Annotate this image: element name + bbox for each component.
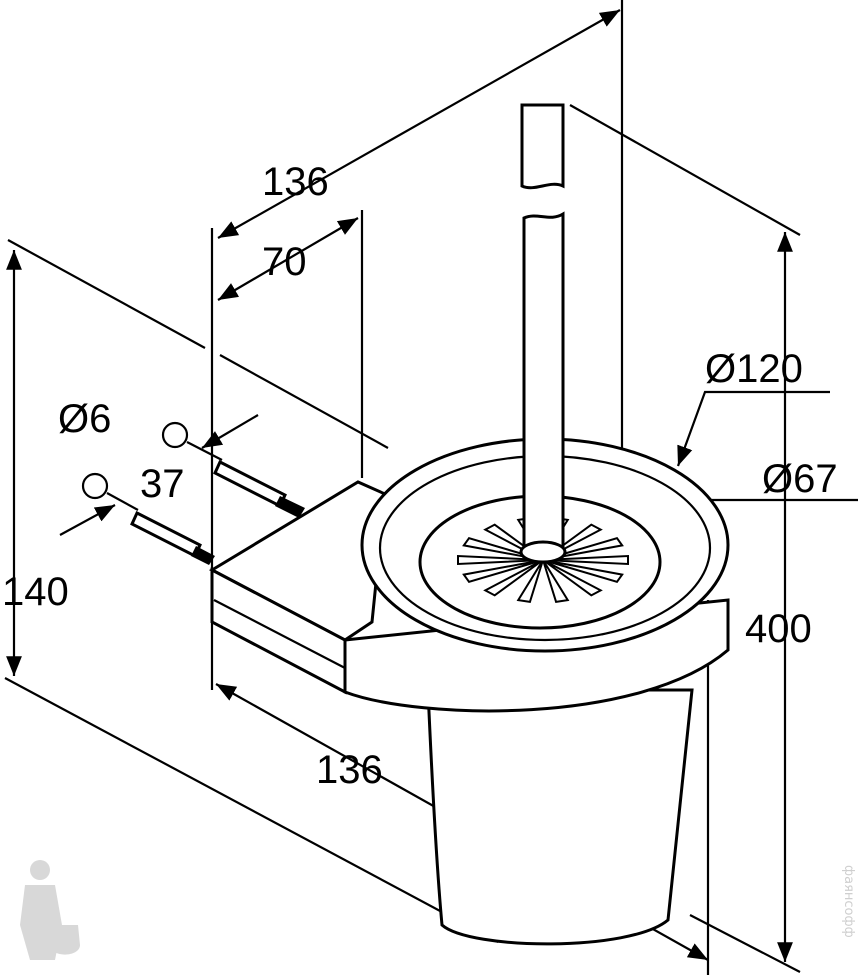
leader-screw-diameter [201,414,259,449]
bristle [457,554,544,566]
label-total-height: 400 [745,607,812,651]
wall-bracket [208,480,387,695]
label-screw-length: 37 [140,462,185,506]
plumber-logo [20,860,80,960]
bristle [542,559,603,597]
bristle [542,559,570,603]
label-outer-diameter: Ø120 [705,347,803,391]
wall-screws [81,421,305,565]
label-depth-top: 136 [262,160,329,204]
watermark-text: фаянсофф [841,865,856,938]
dimension-line-offset [217,217,359,301]
label-depth-bottom: 136 [316,748,383,792]
bristle [462,559,544,583]
bristle [483,559,544,597]
brush-handle [519,103,567,564]
bristle [542,559,624,583]
label-screw-diameter: Ø6 [58,397,111,441]
bristle [516,559,544,603]
label-inner-diameter: Ø67 [762,457,838,501]
dimension-line-depth-top [217,9,621,239]
label-offset: 70 [262,240,307,284]
leader-outer-diameter [676,390,830,467]
label-mount-height: 140 [2,570,69,614]
leader-screw-length [59,504,116,536]
bristle [542,554,629,566]
